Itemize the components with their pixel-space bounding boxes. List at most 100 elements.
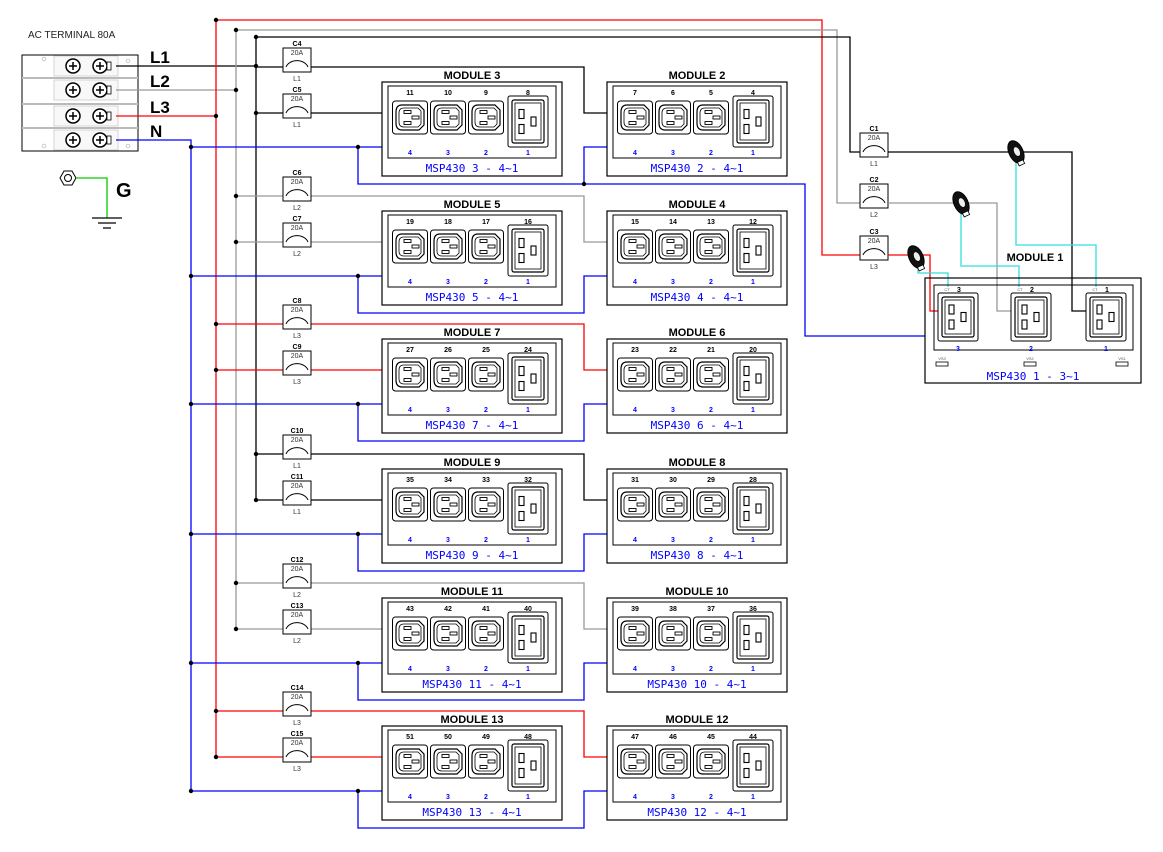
ground-label: G [116, 180, 132, 202]
outlet-number: 5 [709, 90, 713, 97]
vs-label: VS1 [1118, 356, 1126, 361]
outlet-socket-inner [398, 236, 422, 257]
channel-label: 1 [526, 666, 530, 673]
outlet-socket [511, 99, 545, 144]
outlet-number: 6 [671, 90, 675, 97]
outlet-socket [511, 615, 545, 660]
outlet-socket [395, 233, 425, 260]
module-title: MODULE 11 [441, 586, 503, 598]
outlet-slot [636, 631, 645, 636]
outlet-slot [948, 304, 955, 315]
outlet-socket [658, 748, 688, 775]
outlet-slot [743, 639, 750, 651]
c13-outlet-icon [617, 616, 653, 651]
outlet-socket [511, 228, 545, 273]
outlet-slot [403, 378, 412, 382]
breaker-id: C13 [291, 603, 304, 610]
module-outlet-panel [933, 284, 1134, 351]
outlet-number: 50 [444, 734, 452, 741]
outlet-slot [479, 250, 488, 254]
outlet-frame [732, 224, 774, 277]
outlet-slot [666, 250, 675, 254]
outlet-socket [736, 356, 770, 401]
c13-outlet-icon [655, 229, 691, 264]
breaker-phase: L2 [293, 638, 301, 645]
channel-label: 1 [751, 407, 755, 414]
module-title: MODULE 7 [444, 327, 501, 339]
outlet-slot [1108, 311, 1115, 323]
current-transformer-icon [907, 245, 926, 272]
outlet-socket-inner [661, 236, 685, 257]
c13-outlet-icon [468, 744, 504, 779]
breaker-contact-icon [285, 704, 309, 712]
junction-dot [188, 660, 194, 666]
ct-wire-3 [917, 266, 949, 287]
outlet-slot [628, 110, 637, 114]
breaker-box [282, 93, 312, 119]
outlet-socket-inner [474, 751, 498, 772]
junction-dot [233, 626, 239, 632]
breaker-box [282, 563, 312, 589]
c13-outlet-icon [392, 100, 428, 135]
outlet-frame [937, 292, 979, 342]
vs-connector-icon [1023, 361, 1037, 367]
breaker-rating: 20A [291, 96, 304, 103]
outlet-socket-inner [514, 231, 542, 270]
channel-label: 2 [484, 537, 488, 544]
channel-label: 4 [633, 407, 637, 414]
ct-window [1013, 146, 1021, 157]
vs-label: VS2 [1026, 356, 1034, 361]
outlet-number: 10 [444, 90, 452, 97]
c13-outlet-icon [392, 616, 428, 651]
outlet-slot [530, 245, 537, 256]
outlet-socket [941, 296, 975, 338]
wire-l3-to-module-12 [216, 710, 607, 758]
channel-label: 3 [446, 666, 450, 673]
wire-l2-to-module-10 [236, 582, 607, 630]
junction-dot [253, 110, 259, 116]
outlet-socket [471, 748, 501, 775]
screw-cross-icon [96, 112, 104, 120]
module-outlet-panel [387, 342, 557, 416]
outlet-slot [518, 639, 525, 651]
outlet-frame [507, 739, 549, 792]
breaker-phase: L3 [870, 264, 878, 271]
channel-label: 4 [633, 537, 637, 544]
breaker-id: C2 [870, 177, 879, 184]
outlet-number: 27 [406, 347, 414, 354]
outlet-socket-inner [398, 364, 422, 385]
outlet-socket [696, 233, 726, 260]
c13-outlet-icon [392, 357, 428, 392]
outlet-number: 25 [482, 347, 490, 354]
outlet-slot [518, 237, 525, 249]
c13-outlet-icon [468, 229, 504, 264]
outlet-number: 12 [749, 219, 757, 226]
outlet-slot [704, 121, 713, 125]
current-transformer-icon [1007, 140, 1026, 167]
breaker-id: C10 [291, 428, 304, 435]
outlet-number: 43 [406, 606, 414, 613]
outlet-slot [449, 115, 458, 120]
outlet-socket-inner [661, 623, 685, 644]
outlet-slot [449, 372, 458, 377]
module-title: MODULE 4 [669, 199, 727, 211]
c19-outlet-icon [732, 739, 774, 792]
outlet-socket-inner [398, 751, 422, 772]
outlet-socket [736, 615, 770, 660]
outlet-socket [736, 486, 770, 531]
breaker-contact-icon [285, 447, 309, 455]
c13-outlet-icon [617, 100, 653, 135]
breaker-contact-icon [285, 750, 309, 758]
channel-label: 1 [751, 794, 755, 801]
module-title: MODULE 8 [669, 457, 726, 469]
wire-l1-to-module-8 [256, 453, 607, 501]
outlet-socket [696, 748, 726, 775]
c13-outlet-icon [693, 744, 729, 779]
outlet-number: 11 [406, 90, 414, 97]
c13-outlet-icon [655, 744, 691, 779]
breaker-contact-icon [285, 317, 309, 325]
